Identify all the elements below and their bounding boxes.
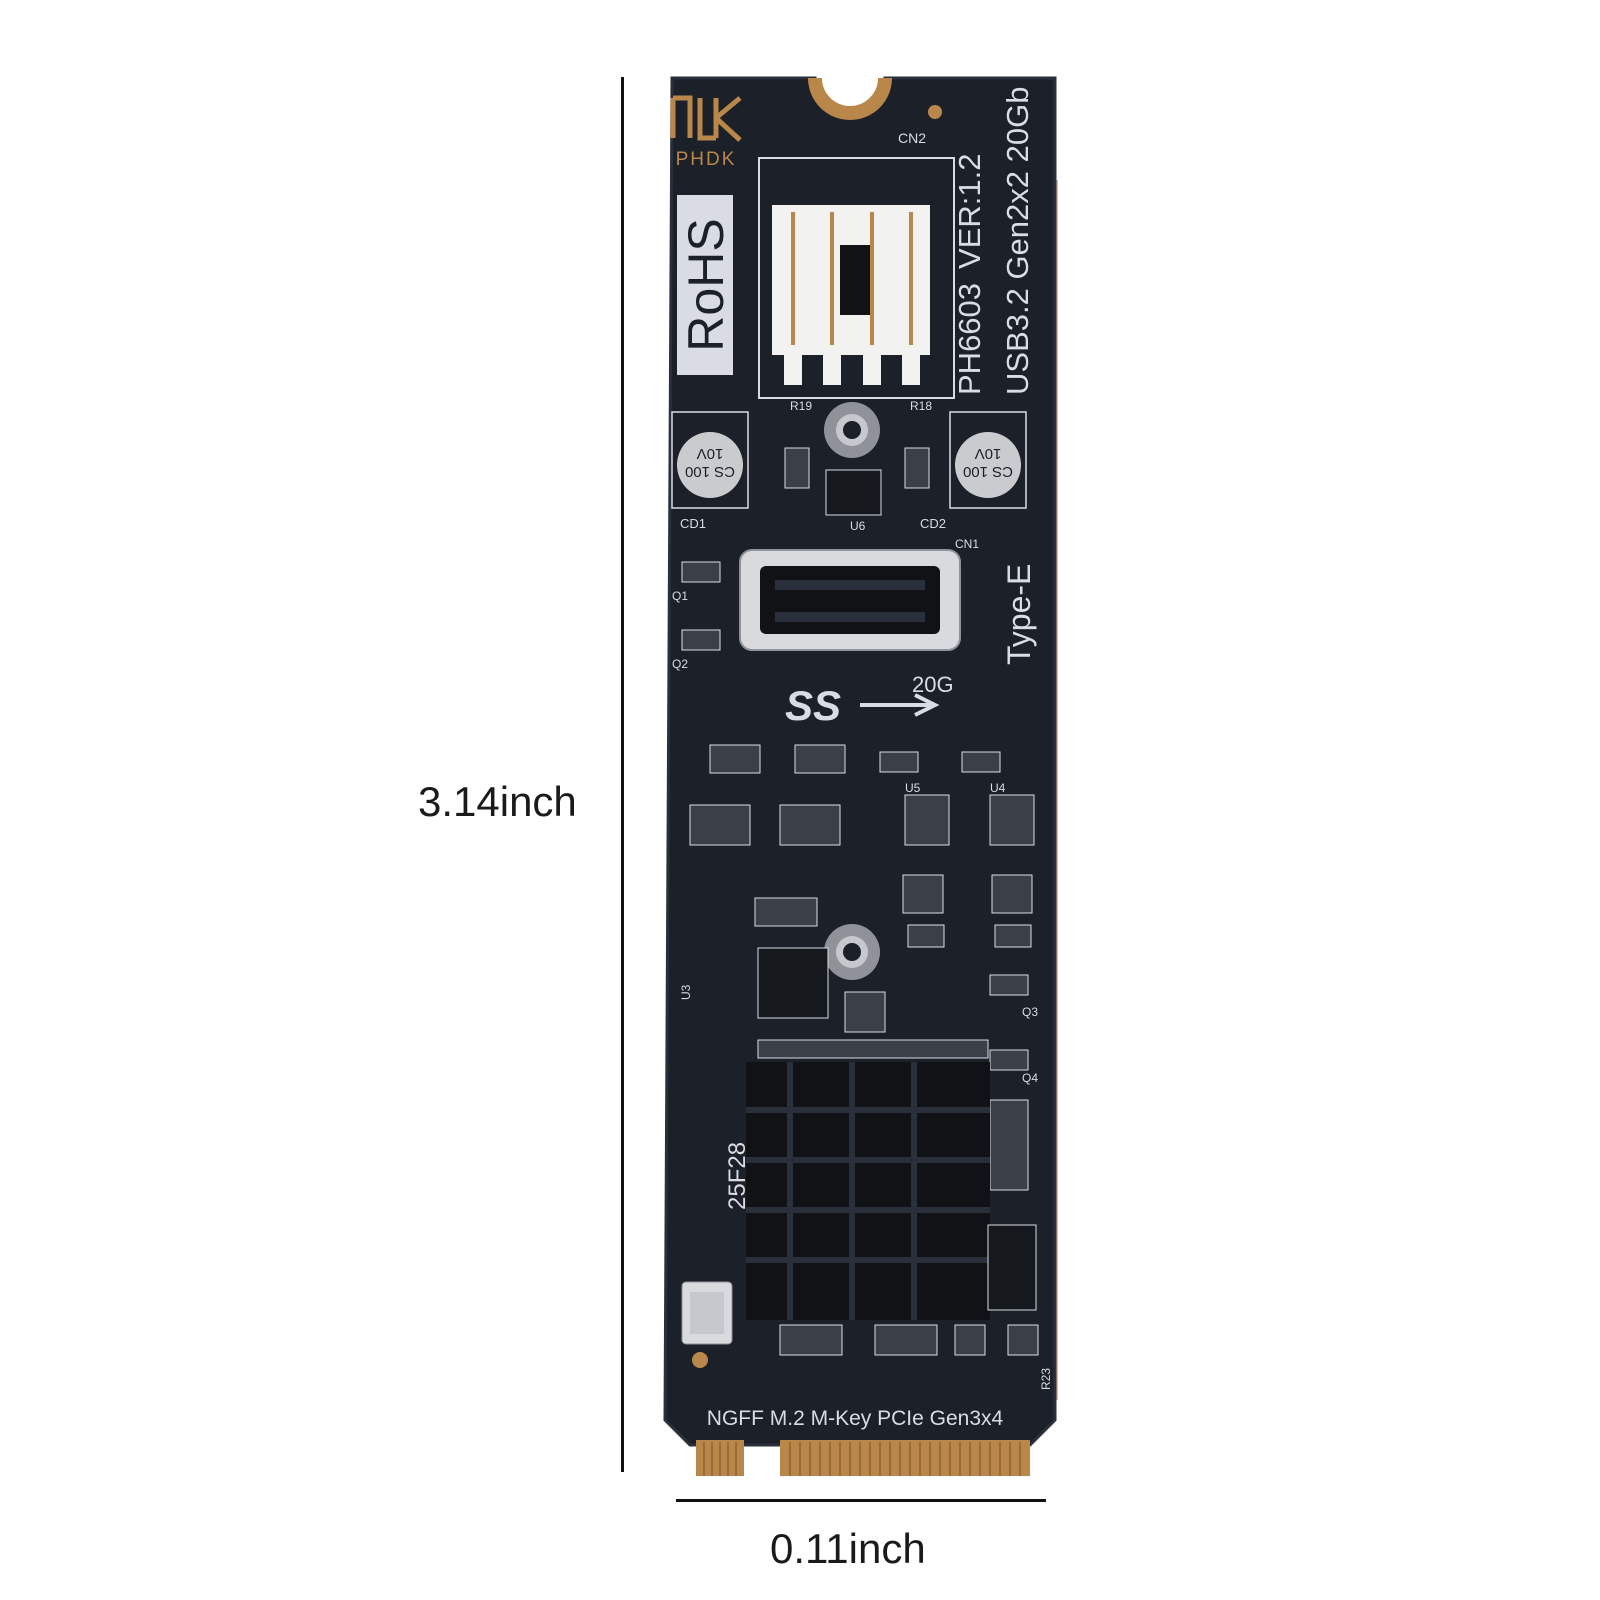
svg-text:USB3.2 Gen2x2 20Gb: USB3.2 Gen2x2 20Gb — [1000, 87, 1035, 395]
cd1-label: CD1 — [680, 516, 706, 531]
standoff-top — [824, 402, 880, 458]
rohs-label: RoHS — [677, 195, 734, 375]
u3-label: U3 — [679, 984, 693, 1000]
q1-label: Q1 — [672, 589, 688, 603]
svg-text:CS 100: CS 100 — [963, 463, 1013, 480]
u6-label: U6 — [850, 519, 866, 533]
mount-notch — [808, 77, 892, 120]
chip-marking: 25F28 — [724, 1142, 751, 1210]
svg-text:Type-E: Type-E — [1001, 564, 1037, 665]
cn2-label: CN2 — [898, 130, 926, 146]
small-smd-parts — [681, 447, 1035, 1071]
width-dimension-label: 0.11inch — [770, 1525, 926, 1572]
svg-text:25F28: 25F28 — [724, 1142, 751, 1210]
u4-label: U4 — [990, 781, 1006, 795]
svg-text:10V: 10V — [697, 445, 724, 462]
u6-chip — [825, 469, 882, 516]
cd2-label: CD2 — [920, 516, 946, 531]
type-e-connector — [739, 549, 961, 651]
q3-label: Q3 — [1022, 1005, 1038, 1019]
u5-label: U5 — [905, 781, 921, 795]
r19-label: R19 — [790, 399, 812, 413]
svg-text:PH6603VER:1.2: PH6603VER:1.2 — [952, 154, 987, 395]
usb-trident-icon — [860, 693, 940, 717]
u3-chip — [757, 947, 829, 1019]
width-dimension-line — [676, 1499, 1046, 1502]
interface-text: NGFF M.2 M-Key PCIe Gen3x4 — [707, 1407, 1004, 1430]
r23-label: R23 — [1039, 1368, 1053, 1390]
r18-label: R18 — [910, 399, 932, 413]
cn2-outline — [758, 157, 955, 399]
bottom-right-chip — [987, 1224, 1037, 1311]
speed-label: 20G — [912, 672, 954, 697]
capacitor-cd1: CS 100 10V — [671, 411, 749, 509]
superspeed-logo: SS — [785, 682, 841, 729]
capacitor-cd2: CS 100 10V — [949, 411, 1027, 509]
gold-edge-fingers — [696, 1440, 1030, 1476]
spec-text: USB3.2 Gen2x2 20Gb — [1000, 87, 1035, 395]
q4-label: Q4 — [1022, 1071, 1038, 1085]
heatsink — [746, 1062, 990, 1320]
phdk-logo: PHDK — [670, 95, 742, 170]
via — [928, 105, 942, 119]
type-e-label: Type-E — [1001, 564, 1037, 665]
cn2-white-connector — [772, 205, 930, 385]
q2-label: Q2 — [672, 657, 688, 671]
svg-text:RoHS: RoHS — [678, 218, 734, 351]
svg-text:CS 100: CS 100 — [685, 463, 735, 480]
brand-logo-text: PHDK — [676, 149, 737, 170]
height-dimension-label: 3.14inch — [418, 778, 577, 825]
cn1-label: CN1 — [955, 537, 979, 551]
passive-arrays — [689, 744, 1039, 1356]
svg-text:10V: 10V — [975, 445, 1002, 462]
model-text: PH6603VER:1.2 — [952, 154, 987, 395]
standoff-middle — [824, 924, 880, 980]
via — [692, 1352, 708, 1368]
height-dimension-line — [621, 77, 624, 1472]
crystal-oscillator — [681, 1281, 733, 1345]
